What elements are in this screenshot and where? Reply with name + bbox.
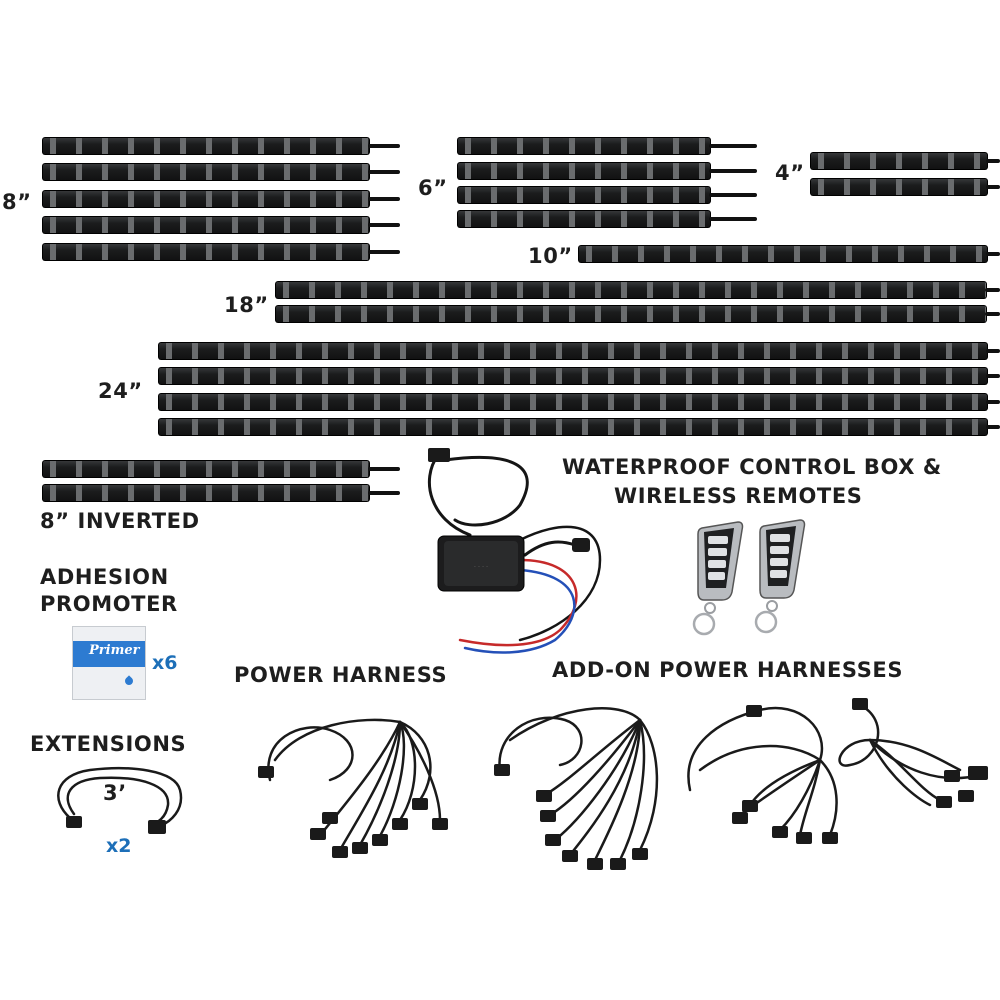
label-8in: 8” [2, 190, 32, 214]
extension-quantity: x2 [106, 835, 132, 857]
label-10in: 10” [528, 244, 573, 268]
label-adhesion-line2: PROMOTER [40, 592, 178, 616]
led-strip-8in-1 [42, 137, 400, 155]
led-strip-18in-2 [275, 305, 1000, 323]
wireless-remote-1 [692, 521, 744, 636]
led-strip-24in-1 [158, 342, 1000, 360]
label-addon-harnesses: ADD-ON POWER HARNESSES [552, 658, 904, 682]
led-strip-8in-inverted-1 [42, 460, 400, 478]
led-strip-8in-4 [42, 216, 400, 234]
primer-packet: Primer [72, 626, 146, 700]
primer-quantity: x6 [152, 652, 178, 674]
label-extension-length: 3’ [103, 781, 127, 805]
led-strip-4in-2 [810, 178, 1000, 196]
wireless-remote-2 [754, 519, 806, 634]
label-6in: 6” [418, 176, 448, 200]
led-strip-8in-5 [42, 243, 400, 261]
label-power-harness: POWER HARNESS [234, 663, 448, 687]
svg-text:- - - -: - - - - [474, 563, 488, 570]
label-4in: 4” [775, 161, 805, 185]
led-strip-24in-2 [158, 367, 1000, 385]
led-strip-6in-1 [457, 137, 757, 155]
label-18in: 18” [224, 293, 269, 317]
label-control-box-line2: WIRELESS REMOTES [614, 484, 863, 508]
led-strip-6in-2 [457, 162, 757, 180]
led-strip-10in [578, 245, 1000, 263]
label-24in: 24” [98, 379, 143, 403]
label-control-box-line1: WATERPROOF CONTROL BOX & [562, 455, 942, 479]
primer-brand-text: Primer [89, 643, 140, 658]
label-8in-inverted: 8” INVERTED [40, 509, 200, 533]
label-adhesion-line1: ADHESION [40, 565, 169, 589]
led-strip-18in-1 [275, 281, 1000, 299]
led-strip-8in-3 [42, 190, 400, 208]
led-strip-4in-1 [810, 152, 1000, 170]
led-strip-8in-inverted-2 [42, 484, 400, 502]
led-strip-6in-4 [457, 210, 757, 228]
led-strip-6in-3 [457, 186, 757, 204]
led-strip-8in-2 [42, 163, 400, 181]
label-extensions: EXTENSIONS [30, 732, 187, 756]
led-strip-24in-4 [158, 418, 1000, 436]
led-strip-24in-3 [158, 393, 1000, 411]
